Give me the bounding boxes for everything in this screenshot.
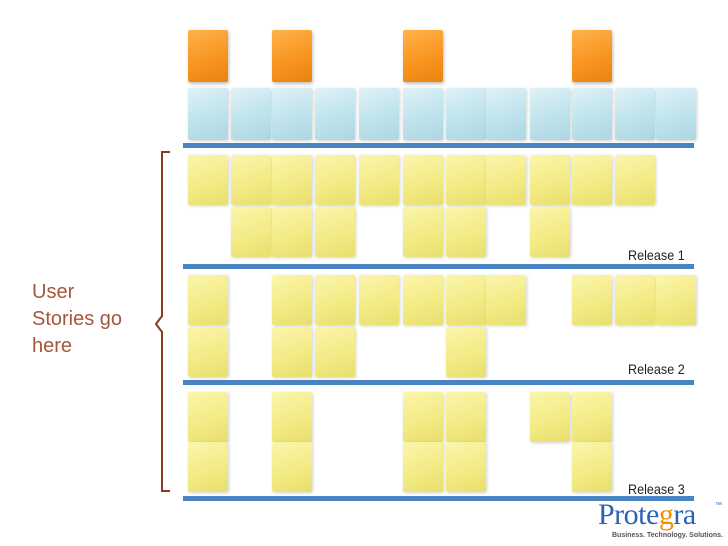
release-3-line [183, 496, 694, 501]
blue-sticky-note [656, 88, 696, 140]
orange-sticky-note [188, 30, 228, 82]
blue-sticky-note [188, 88, 228, 140]
yellow-story-note [403, 392, 443, 442]
yellow-story-note [486, 155, 526, 205]
logo-wordmark: Protegra [598, 498, 696, 531]
bracket-brace [154, 151, 170, 492]
backbone-divider-line [183, 143, 694, 148]
yellow-story-note [403, 207, 443, 257]
yellow-story-note [315, 327, 355, 377]
yellow-story-note [446, 207, 486, 257]
blue-sticky-note [315, 88, 355, 140]
yellow-story-note [272, 442, 312, 492]
yellow-story-note [188, 155, 228, 205]
yellow-story-note [572, 155, 612, 205]
yellow-story-note [615, 275, 655, 325]
blue-sticky-note [231, 88, 271, 140]
release-2-line [183, 380, 694, 385]
yellow-story-note [315, 275, 355, 325]
blue-sticky-note [446, 88, 486, 140]
release-3-label: Release 3 [628, 481, 685, 497]
blue-sticky-note [403, 88, 443, 140]
yellow-story-note [188, 392, 228, 442]
yellow-story-note [272, 275, 312, 325]
yellow-story-note [272, 155, 312, 205]
user-stories-label: User Stories go here [32, 281, 123, 357]
yellow-story-note [403, 442, 443, 492]
yellow-story-note [486, 275, 526, 325]
logo-trademark: ™ [715, 502, 722, 509]
yellow-story-note [272, 327, 312, 377]
protegra-logo: Protegra ™ Business. Technology. Solutio… [598, 498, 723, 540]
yellow-story-note [359, 275, 399, 325]
yellow-story-note [446, 392, 486, 442]
release-1-label: Release 1 [628, 247, 685, 263]
yellow-story-note [231, 155, 271, 205]
logo-tagline: Business. Technology. Solutions. [612, 532, 723, 539]
yellow-story-note [315, 207, 355, 257]
yellow-story-note [615, 155, 655, 205]
release-1-line [183, 264, 694, 269]
orange-sticky-note [403, 30, 443, 82]
yellow-story-note [530, 207, 570, 257]
yellow-story-note [188, 442, 228, 492]
blue-sticky-note [615, 88, 655, 140]
yellow-story-note [656, 275, 696, 325]
blue-sticky-note [359, 88, 399, 140]
yellow-story-note [446, 442, 486, 492]
yellow-story-note [530, 155, 570, 205]
blue-sticky-note [572, 88, 612, 140]
yellow-story-note [403, 155, 443, 205]
yellow-story-note [359, 155, 399, 205]
yellow-story-note [572, 392, 612, 442]
yellow-story-note [403, 275, 443, 325]
blue-sticky-note [272, 88, 312, 140]
yellow-story-note [272, 392, 312, 442]
yellow-story-note [446, 327, 486, 377]
yellow-story-note [272, 207, 312, 257]
yellow-story-note [446, 155, 486, 205]
blue-sticky-note [486, 88, 526, 140]
blue-sticky-note [530, 88, 570, 140]
yellow-story-note [315, 155, 355, 205]
yellow-story-note [188, 275, 228, 325]
orange-sticky-note [572, 30, 612, 82]
yellow-story-note [231, 207, 271, 257]
yellow-story-note [530, 392, 570, 442]
orange-sticky-note [272, 30, 312, 82]
yellow-story-note [572, 442, 612, 492]
release-2-label: Release 2 [628, 361, 685, 377]
yellow-story-note [446, 275, 486, 325]
yellow-story-note [188, 327, 228, 377]
yellow-story-note [572, 275, 612, 325]
